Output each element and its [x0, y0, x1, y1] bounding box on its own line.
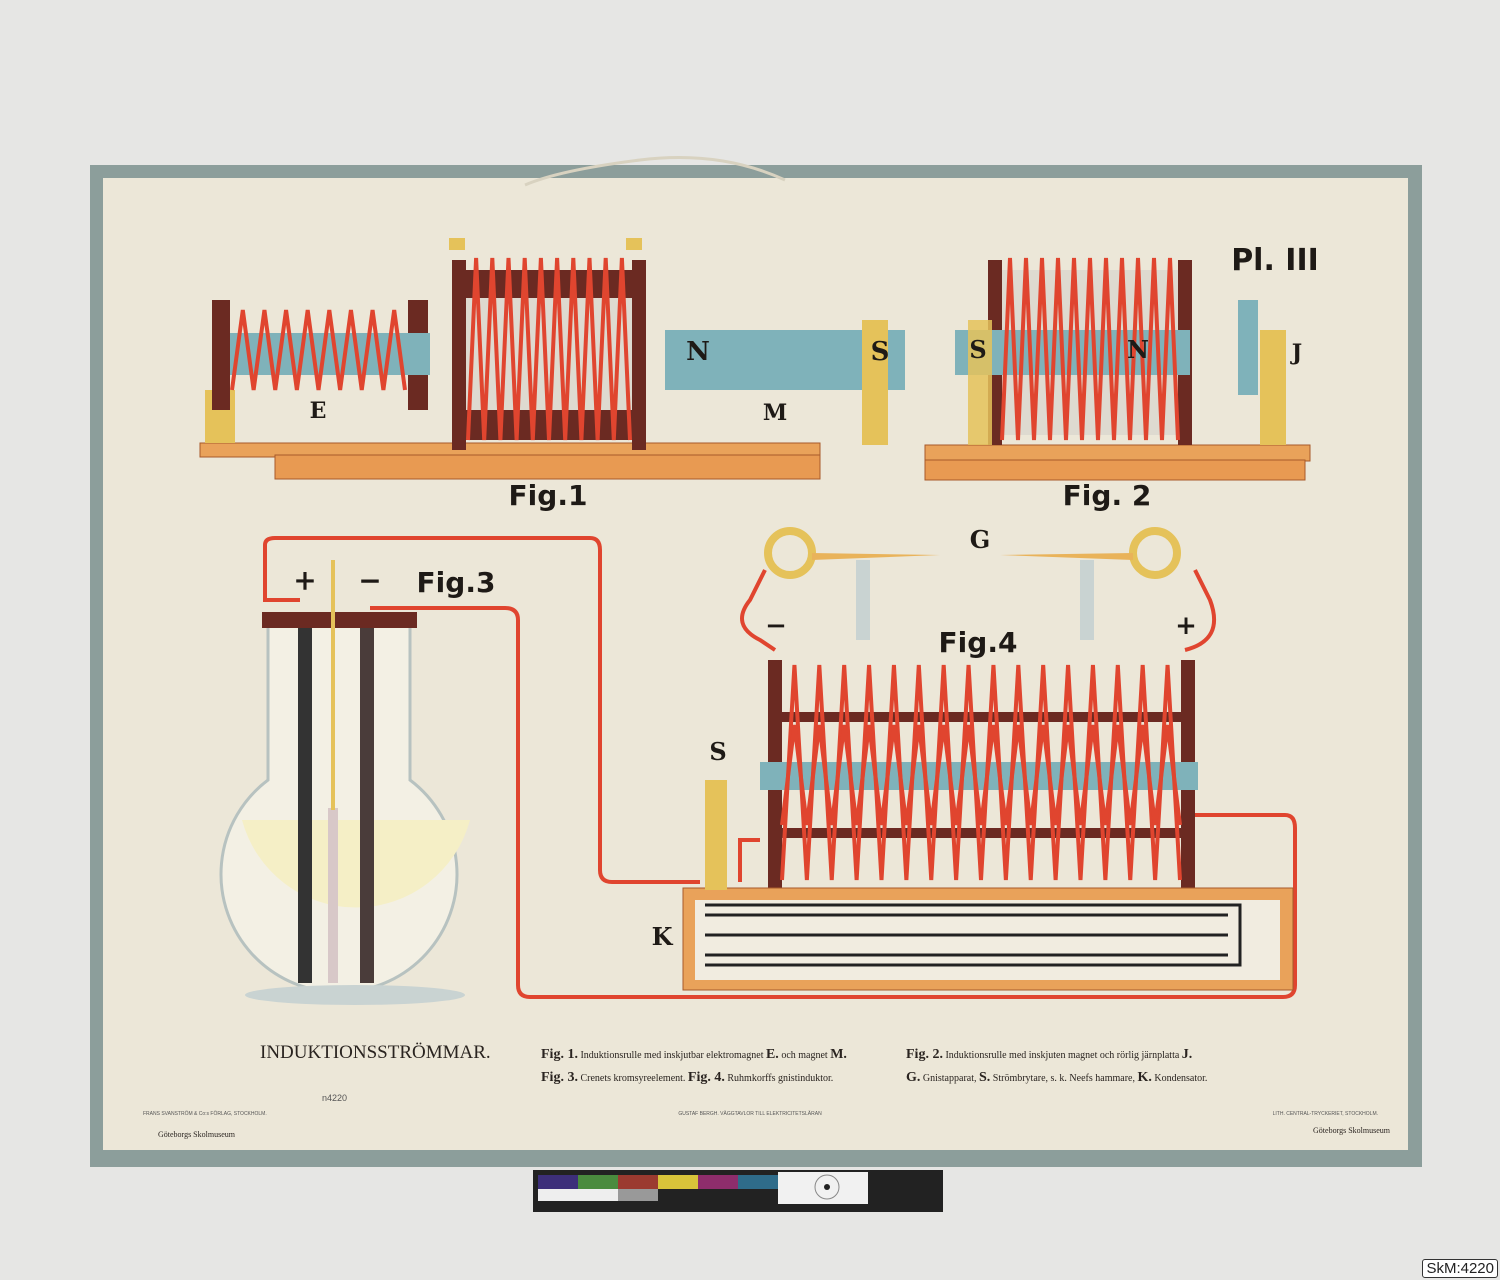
fig3-label: Fig.3 — [417, 566, 496, 599]
poster-title: INDUKTIONSSTRÖMMAR. — [260, 1042, 491, 1063]
museum-stamp-right: Göteborgs Skolmuseum — [1313, 1126, 1391, 1135]
coil-winding — [1000, 257, 1180, 441]
footer-publisher: FRANS SVANSTRÖM & Co:s FÖRLAG, STOCKHOLM… — [143, 1110, 267, 1117]
fig1-diagram — [199, 238, 905, 480]
footer-series: GUSTAF BERGH. VÄGGTAVLOR TILL ELEKTRICIT… — [678, 1110, 822, 1117]
fig4-label: Fig.4 — [939, 626, 1018, 659]
fig4-diagram — [682, 527, 1294, 991]
wire-circuit — [263, 536, 1297, 999]
caption-line-2: Fig. 3. Crenets kromsyreelement. Fig. 4.… — [541, 1070, 1207, 1085]
coil-winding — [466, 257, 632, 441]
fig3-diagram — [219, 560, 470, 1005]
label-s-fig2: S — [969, 335, 986, 364]
footer-printer: LITH. CENTRAL-TRYCKERIET, STOCKHOLM. — [1273, 1111, 1378, 1117]
label-g: G — [970, 525, 991, 554]
label-j: J — [1290, 340, 1302, 366]
label-s-fig1: S — [871, 337, 890, 367]
fig2-label: Fig. 2 — [1063, 479, 1152, 512]
spark-wires — [740, 569, 1216, 652]
label-minus-fig3: − — [358, 564, 381, 597]
label-minus-fig4: − — [765, 611, 787, 641]
label-plus-fig3: + — [293, 564, 316, 597]
plate-number: Pl. III — [1231, 243, 1319, 278]
fig2-diagram — [924, 257, 1311, 481]
label-k: K — [652, 922, 674, 951]
coil-winding — [230, 309, 407, 391]
caption-line-1a: Fig. 1. Induktionsrulle med inskjutbar e… — [541, 1047, 847, 1062]
poster-number: n4220 — [322, 1093, 347, 1103]
color-calibration-card — [533, 1170, 943, 1212]
coil-winding — [780, 724, 1182, 826]
label-n-fig2: N — [1127, 335, 1149, 364]
museum-stamp-left: Göteborgs Skolmuseum — [158, 1130, 236, 1139]
label-e: E — [310, 398, 327, 424]
label-m: M — [763, 400, 787, 426]
fig1-label: Fig.1 — [509, 479, 588, 512]
caption-line-1b: Fig. 2. Induktionsrulle med inskjuten ma… — [906, 1047, 1192, 1062]
label-plus-fig4: + — [1175, 611, 1197, 641]
accession-label: SkM:4220 — [1422, 1259, 1498, 1278]
coil-winding — [780, 664, 1182, 881]
label-n-fig1: N — [686, 337, 710, 367]
label-s-fig4: S — [709, 737, 726, 766]
hanging-string — [524, 156, 786, 187]
